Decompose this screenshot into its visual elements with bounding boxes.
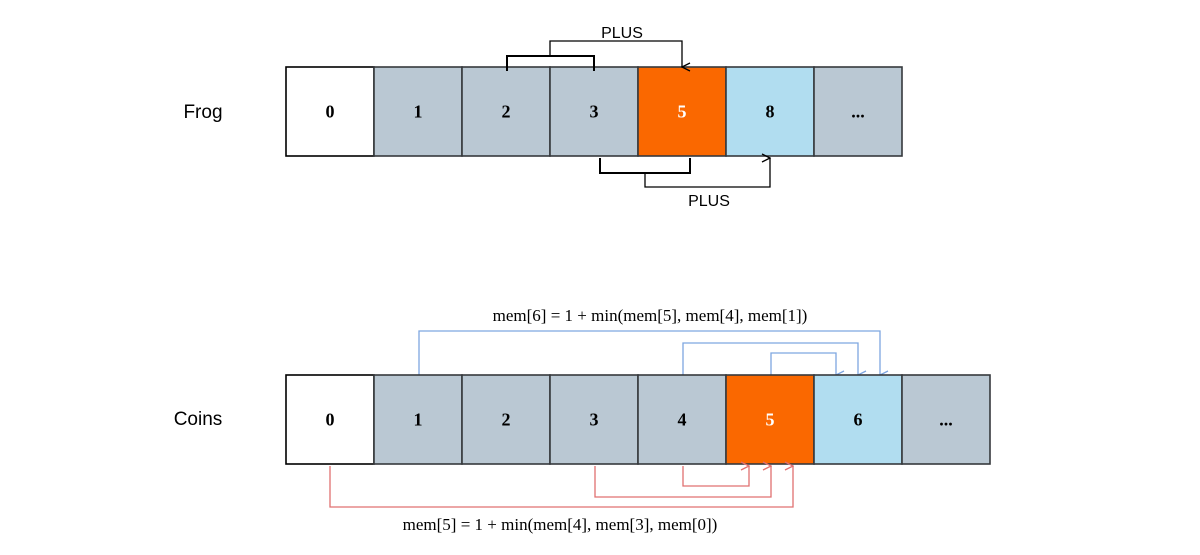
coins-cell-2: 2: [461, 374, 551, 465]
frog-cell-0: 0: [285, 66, 375, 157]
coins-array: 0 1 2 3 4 5 6...: [285, 374, 991, 465]
coins-cell-0: 0: [285, 374, 375, 465]
coins-top-blue-arrows: [418, 330, 880, 375]
coins-cell-5: 5: [725, 374, 815, 465]
frog-top-plus-label: PLUS: [601, 25, 643, 42]
coins-cell-value: 6: [854, 410, 863, 430]
coins-cell-box: [461, 374, 551, 465]
frog-cell-4: 5: [637, 66, 727, 157]
frog-cell-6: ...: [813, 66, 903, 157]
coins-cell-value: 1: [414, 410, 423, 430]
coins-cell-value: 2: [502, 410, 511, 430]
frog-array: 0 1 2 3 5 8...: [285, 66, 903, 157]
frog-cell-value: 0: [326, 102, 335, 122]
coins-cell-1: 1: [373, 374, 463, 465]
frog-cell-box: [285, 66, 375, 157]
frog-cell-box: [813, 66, 903, 157]
frog-cell-box: [725, 66, 815, 157]
coins-cell-box: [373, 374, 463, 465]
coins-row-label: Coins: [174, 409, 223, 430]
frog-bottom-plus-arrow: [599, 158, 770, 188]
frog-cell-value: 3: [590, 102, 599, 122]
frog-cell-value: 8: [766, 102, 775, 122]
coins-cell-7: ...: [901, 374, 991, 465]
frog-cell-value: ...: [851, 102, 865, 122]
coins-cell-value: ...: [939, 410, 953, 430]
frog-cell-5: 8: [725, 66, 815, 157]
frog-cell-3: 3: [549, 66, 639, 157]
frog-cell-2: 2: [461, 66, 551, 157]
coins-top-formula: mem[6] = 1 + min(mem[5], mem[4], mem[1]): [493, 306, 808, 325]
frog-top-plus-arrow: [506, 40, 682, 71]
frog-cell-value: 1: [414, 102, 423, 122]
coins-cell-box: [637, 374, 727, 465]
frog-cell-box: [637, 66, 727, 157]
coins-cell-value: 3: [590, 410, 599, 430]
coins-cell-value: 4: [678, 410, 687, 430]
coins-cell-value: 5: [766, 410, 775, 430]
coins-cell-box: [549, 374, 639, 465]
coins-cell-box: [813, 374, 903, 465]
coins-bottom-red-arrows: [329, 466, 793, 508]
coins-cell-box: [901, 374, 991, 465]
coins-cell-4: 4: [637, 374, 727, 465]
coins-cell-6: 6: [813, 374, 903, 465]
coins-cell-value: 0: [326, 410, 335, 430]
coins-bottom-formula: mem[5] = 1 + min(mem[4], mem[3], mem[0]): [403, 515, 718, 534]
frog-cell-value: 2: [502, 102, 511, 122]
frog-row-label: Frog: [183, 102, 222, 123]
frog-bottom-plus-label: PLUS: [688, 193, 730, 210]
coins-cell-3: 3: [549, 374, 639, 465]
coins-cell-box: [285, 374, 375, 465]
frog-cell-box: [373, 66, 463, 157]
frog-cell-value: 5: [678, 102, 687, 122]
frog-cell-1: 1: [373, 66, 463, 157]
